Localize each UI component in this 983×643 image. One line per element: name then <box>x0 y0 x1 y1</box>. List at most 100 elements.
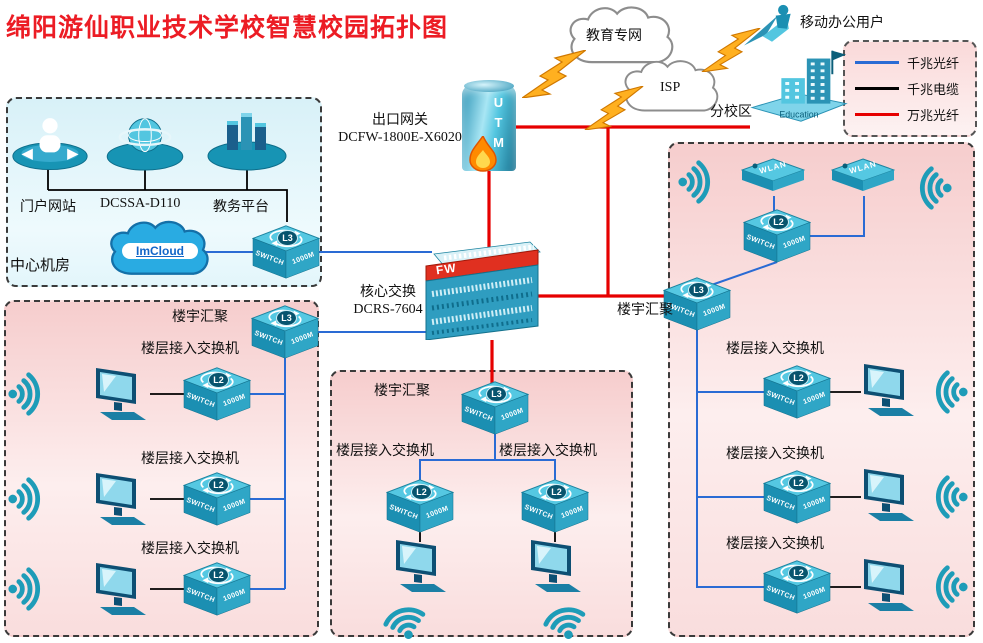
switch-right-aggregation-l3: L3 SWITCH 1000M <box>663 276 731 332</box>
switch-level-badge: L2 <box>411 484 432 500</box>
switch-serverroom-l3: L3 SWITCH 1000M <box>252 224 320 280</box>
legend-line-fiber-1g <box>855 61 899 64</box>
wlan-ap-1: WLAN <box>741 158 805 198</box>
switch-middle-aggregation-l3: L3 SWITCH 1000M <box>461 380 529 436</box>
wlan-ap-2: WLAN <box>831 158 895 198</box>
floor-access-label: 楼层接入交换机 <box>726 537 824 552</box>
legend-row-fiber-1g: 千兆光纤 <box>855 53 965 72</box>
computer-icon <box>390 538 450 596</box>
legend-line-fiber-10g <box>855 113 899 116</box>
floor-access-label: 楼层接入交换机 <box>336 444 434 459</box>
switch-middle-floor-2-l2: L2 SWITCH 1000M <box>521 478 589 534</box>
legend-label-fiber-1g: 千兆光纤 <box>907 56 960 71</box>
switch-level-badge: L2 <box>788 370 809 386</box>
link-middle-branch-1 <box>419 459 495 481</box>
computer-icon <box>858 557 918 615</box>
floor-access-label: 楼层接入交换机 <box>726 342 824 357</box>
core-switch-label: 核心交换 DCRS-7604 <box>336 284 440 318</box>
switch-left-floor-1-l2: L2 SWITCH 1000M <box>183 366 251 422</box>
switch-left-floor-2-l2: L2 SWITCH 1000M <box>183 471 251 527</box>
branch-campus-icon: Education <box>750 50 848 122</box>
floor-access-label: 楼层接入交换机 <box>499 444 597 459</box>
middle-aggregation-label: 楼宇汇聚 <box>374 384 430 399</box>
switch-level-badge: L2 <box>788 565 809 581</box>
mobile-user-label: 移动办公用户 <box>800 16 884 31</box>
computer-icon <box>90 561 150 619</box>
wifi-signal-icon <box>6 370 54 418</box>
portal-website-icon <box>10 110 90 172</box>
legend-label-fiber-10g: 万兆光纤 <box>907 108 960 123</box>
legend-label-cable-1g: 千兆电缆 <box>907 82 960 97</box>
switch-level-badge: L2 <box>208 567 229 583</box>
floor-access-label: 楼层接入交换机 <box>141 342 239 357</box>
switch-level-badge: L2 <box>208 372 229 388</box>
switch-left-floor-3-l2: L2 SWITCH 1000M <box>183 561 251 617</box>
cable-serverroom-bus <box>48 189 288 222</box>
legend: 千兆光纤 千兆电缆 万兆光纤 <box>843 40 977 137</box>
computer-icon <box>858 467 918 525</box>
core-model: DCRS-7604 <box>353 302 423 317</box>
switch-level-badge: L2 <box>208 477 229 493</box>
gateway-label: 出口网关 DCFW-1800E-X6020 <box>330 112 470 146</box>
computer-icon <box>90 366 150 424</box>
computer-icon <box>90 471 150 529</box>
switch-level-badge: L3 <box>688 282 709 298</box>
bolt-shape <box>522 50 586 98</box>
left-building-box <box>4 300 319 637</box>
switch-level-badge: L2 <box>788 475 809 491</box>
utm-device-label: UTM <box>491 95 506 155</box>
wifi-signal-icon <box>922 368 970 416</box>
legend-row-cable-1g: 千兆电缆 <box>855 79 965 98</box>
imcloud-label: ImCloud <box>122 243 198 259</box>
left-aggregation-label: 楼宇汇聚 <box>172 310 228 325</box>
isp-cloud-label: ISP <box>660 80 681 95</box>
dcssa-appliance-icon <box>102 110 188 172</box>
wifi-signal-icon <box>676 158 724 206</box>
globe-shape <box>107 119 183 170</box>
gateway-model: DCFW-1800E-X6020 <box>338 130 462 145</box>
switch-level-badge: L3 <box>486 386 507 402</box>
utm-top-cap <box>464 80 514 92</box>
computer-icon <box>525 538 585 596</box>
floor-access-label: 楼层接入交换机 <box>141 452 239 467</box>
computer-icon <box>858 362 918 420</box>
floor-access-label: 楼层接入交换机 <box>726 447 824 462</box>
gateway-name: 出口网关 <box>372 113 428 128</box>
core-name: 核心交换 <box>360 285 416 300</box>
floor-access-label: 楼层接入交换机 <box>141 542 239 557</box>
switch-level-badge: L2 <box>768 214 789 230</box>
bolt-shape <box>585 86 644 130</box>
legend-row-fiber-10g: 万兆光纤 <box>855 105 965 124</box>
switch-right-wlan-l2: L2 SWITCH 1000M <box>743 208 811 264</box>
wifi-signal-icon <box>906 164 954 212</box>
server-room-label: 中心机房 <box>10 258 71 274</box>
branch-building-text: Education <box>779 109 818 119</box>
switch-right-floor-2-l2: L2 SWITCH 1000M <box>763 469 831 525</box>
link-ap2-l2 <box>810 196 865 237</box>
switch-level-badge: L3 <box>277 230 298 246</box>
switch-middle-floor-1-l2: L2 SWITCH 1000M <box>386 478 454 534</box>
dcssa-label: DCSSA-D110 <box>100 196 181 211</box>
switch-level-badge: L3 <box>276 310 297 326</box>
switch-level-badge: L2 <box>546 484 567 500</box>
switch-right-floor-3-l2: L2 SWITCH 1000M <box>763 559 831 615</box>
edu-platform-label: 教务平台 <box>213 200 269 215</box>
link-middle-branch-2 <box>495 459 556 481</box>
flame-icon <box>469 136 497 172</box>
bars-shape <box>208 113 286 170</box>
core-3d-body <box>425 241 541 341</box>
switch-right-floor-1-l2: L2 SWITCH 1000M <box>763 364 831 420</box>
edu-platform-icon <box>204 108 290 172</box>
wifi-signal-icon <box>6 475 54 523</box>
page-title: 绵阳游仙职业技术学校智慧校园拓扑图 <box>6 14 449 42</box>
lightning-icon <box>584 86 644 130</box>
switch-left-aggregation-l3: L3 SWITCH 1000M <box>251 304 319 360</box>
core-switch-icon: FW <box>424 238 542 341</box>
core-fw-flag: FW <box>435 260 458 278</box>
portal-website-label: 门户网站 <box>20 200 76 215</box>
legend-line-cable-1g <box>855 87 899 90</box>
portal-shape <box>13 118 87 169</box>
lightning-icon <box>522 50 586 98</box>
wifi-signal-icon <box>6 565 54 613</box>
